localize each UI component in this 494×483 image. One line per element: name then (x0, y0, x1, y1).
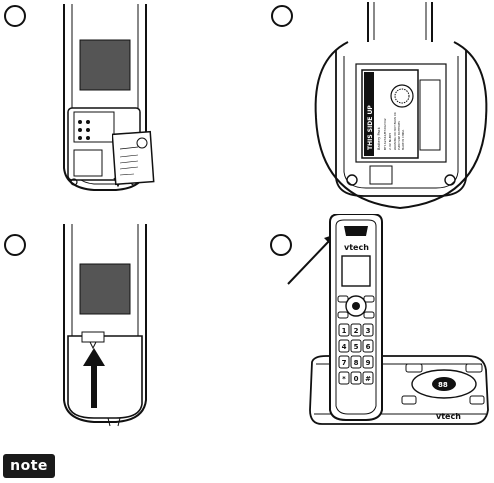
keypad-key (362, 339, 374, 353)
keypad-key (338, 323, 350, 337)
battery-label-line: BT162342/BT262342 (383, 118, 387, 150)
earpiece (344, 226, 368, 236)
keypad-key (362, 371, 374, 385)
speaker-grille (80, 264, 130, 314)
battery-label-title: THIS SIDE UP (367, 105, 374, 150)
keypad-key (350, 371, 362, 385)
base-brand: vtech (436, 412, 461, 421)
keypad-key (338, 339, 350, 353)
note-badge: note (3, 454, 55, 478)
keypad-key (362, 323, 374, 337)
base-display: 88 (438, 381, 448, 389)
keypad-key-label: 1 (342, 327, 347, 335)
battery-label-line: MADE IN CHINA (401, 130, 405, 150)
panel-3-handset-cover (63, 224, 147, 427)
keypad-key (350, 323, 362, 337)
keypad-key (362, 355, 374, 369)
battery-label-line: WARNING: DO NOT BURN OR (393, 112, 397, 150)
battery-cover (67, 335, 143, 419)
keypad-key (338, 371, 350, 385)
battery-label-line: 2.4V Ni-MH (388, 133, 392, 150)
battery-label-line: PUNCTURE BATTERIES (397, 121, 401, 150)
keypad-key-label: 0 (354, 375, 359, 383)
keypad-key-label: # (365, 375, 371, 383)
keypad-key-label: 3 (366, 327, 371, 335)
handset-screen (341, 255, 371, 287)
handset-brand: vtech (344, 243, 369, 252)
arrow-up-icon (83, 348, 105, 408)
battery-pack: THIS SIDE UP Battery Pack BT162342/BT262… (361, 69, 419, 159)
step-2-marker (271, 5, 293, 27)
keypad-key (350, 355, 362, 369)
keypad-key (350, 339, 362, 353)
keypad-key-label: * (342, 375, 346, 383)
step-3-marker (4, 234, 26, 256)
arrow-pointer-icon (287, 234, 336, 285)
step-1-marker (4, 5, 26, 27)
keypad-key-label: 7 (342, 359, 347, 367)
panel-2-battery-closeup: THIS SIDE UP Battery Pack BT162342/BT262… (314, 2, 488, 210)
step-4-marker (270, 234, 292, 256)
keypad-key-label: 8 (354, 359, 359, 367)
keypad-key-label: 6 (366, 343, 371, 351)
keypad-key-label: 5 (354, 343, 359, 351)
keypad-key-label: 2 (354, 327, 359, 335)
keypad-key-label: 4 (342, 343, 347, 351)
keypad-key (338, 355, 350, 369)
keypad-key-label: 9 (366, 359, 371, 367)
panel-1-battery-pack (112, 130, 155, 186)
battery-label-line: Battery Pack (377, 126, 381, 150)
speaker-grille (80, 40, 130, 90)
